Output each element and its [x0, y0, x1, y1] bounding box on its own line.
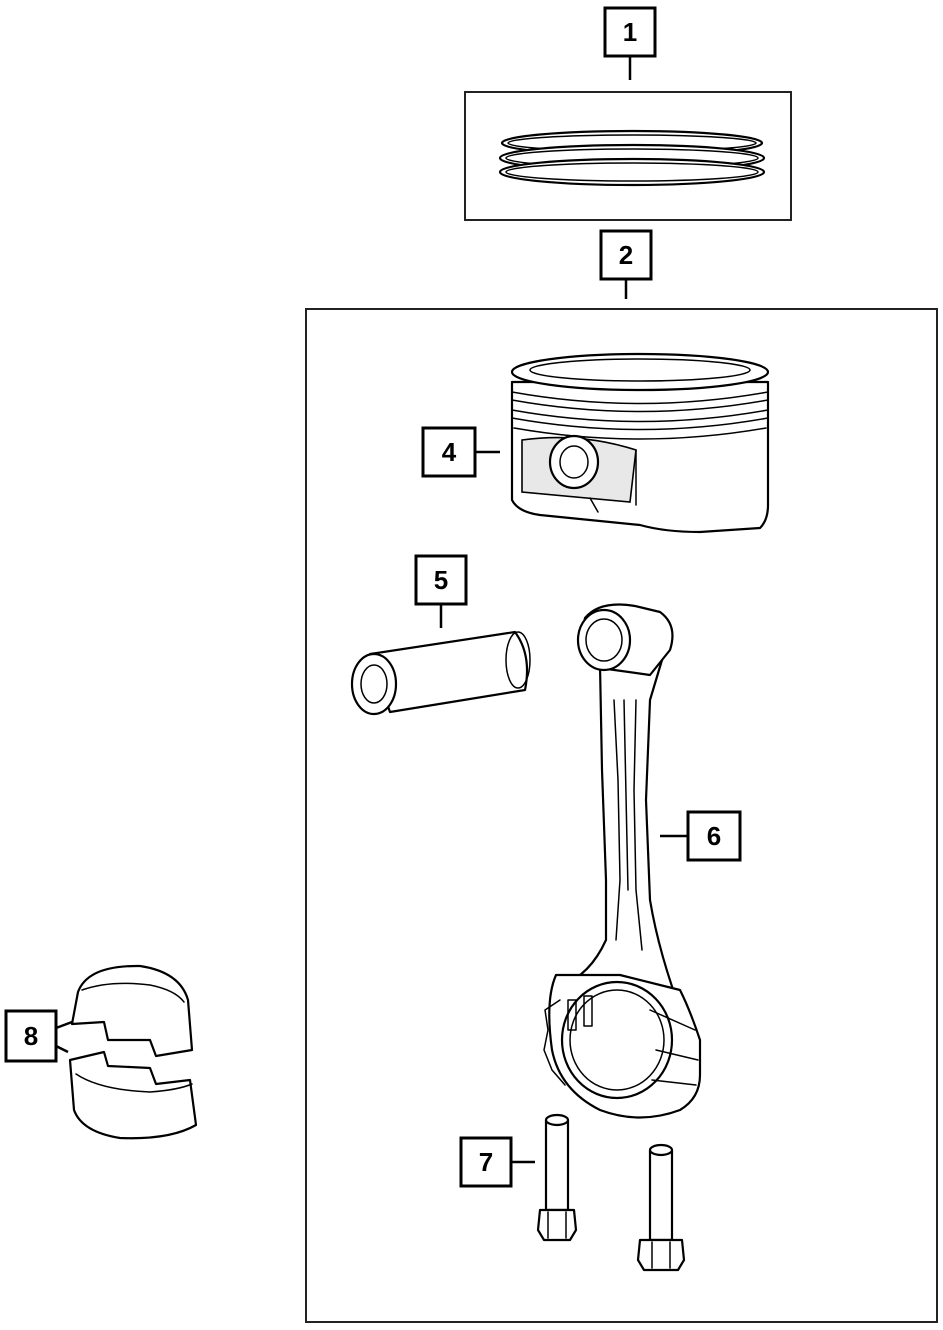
bolt-left[interactable]	[536, 1113, 578, 1242]
piston-ring-set[interactable]	[498, 129, 766, 187]
connecting-rod-bolts[interactable]	[536, 1113, 686, 1272]
callout-6-label: 6	[707, 821, 721, 851]
callout-8-label: 8	[24, 1021, 38, 1051]
leader-8b	[55, 1044, 69, 1054]
callout-4-label: 4	[442, 437, 457, 467]
callout-8[interactable]: 8	[4, 1009, 58, 1063]
piston-pin[interactable]	[350, 630, 531, 716]
piston-assembly-frame	[305, 308, 938, 1323]
piston[interactable]	[510, 352, 770, 534]
callout-1[interactable]: 1	[603, 6, 657, 58]
callout-7-label: 7	[479, 1147, 493, 1177]
callout-7[interactable]: 7	[459, 1136, 513, 1188]
bolt-right[interactable]	[636, 1143, 686, 1272]
leader-8a	[55, 1020, 73, 1030]
callout-1-label: 1	[623, 17, 637, 47]
callout-5-label: 5	[434, 565, 448, 595]
callout-4[interactable]: 4	[421, 426, 477, 478]
callout-2[interactable]: 2	[599, 229, 653, 281]
callout-6[interactable]: 6	[686, 810, 742, 862]
callout-5[interactable]: 5	[414, 554, 468, 606]
piston-ring-set-frame	[464, 91, 792, 221]
connecting-rod[interactable]	[543, 603, 702, 1119]
connecting-rod-bearing[interactable]	[68, 964, 198, 1140]
callout-2-label: 2	[619, 240, 633, 270]
